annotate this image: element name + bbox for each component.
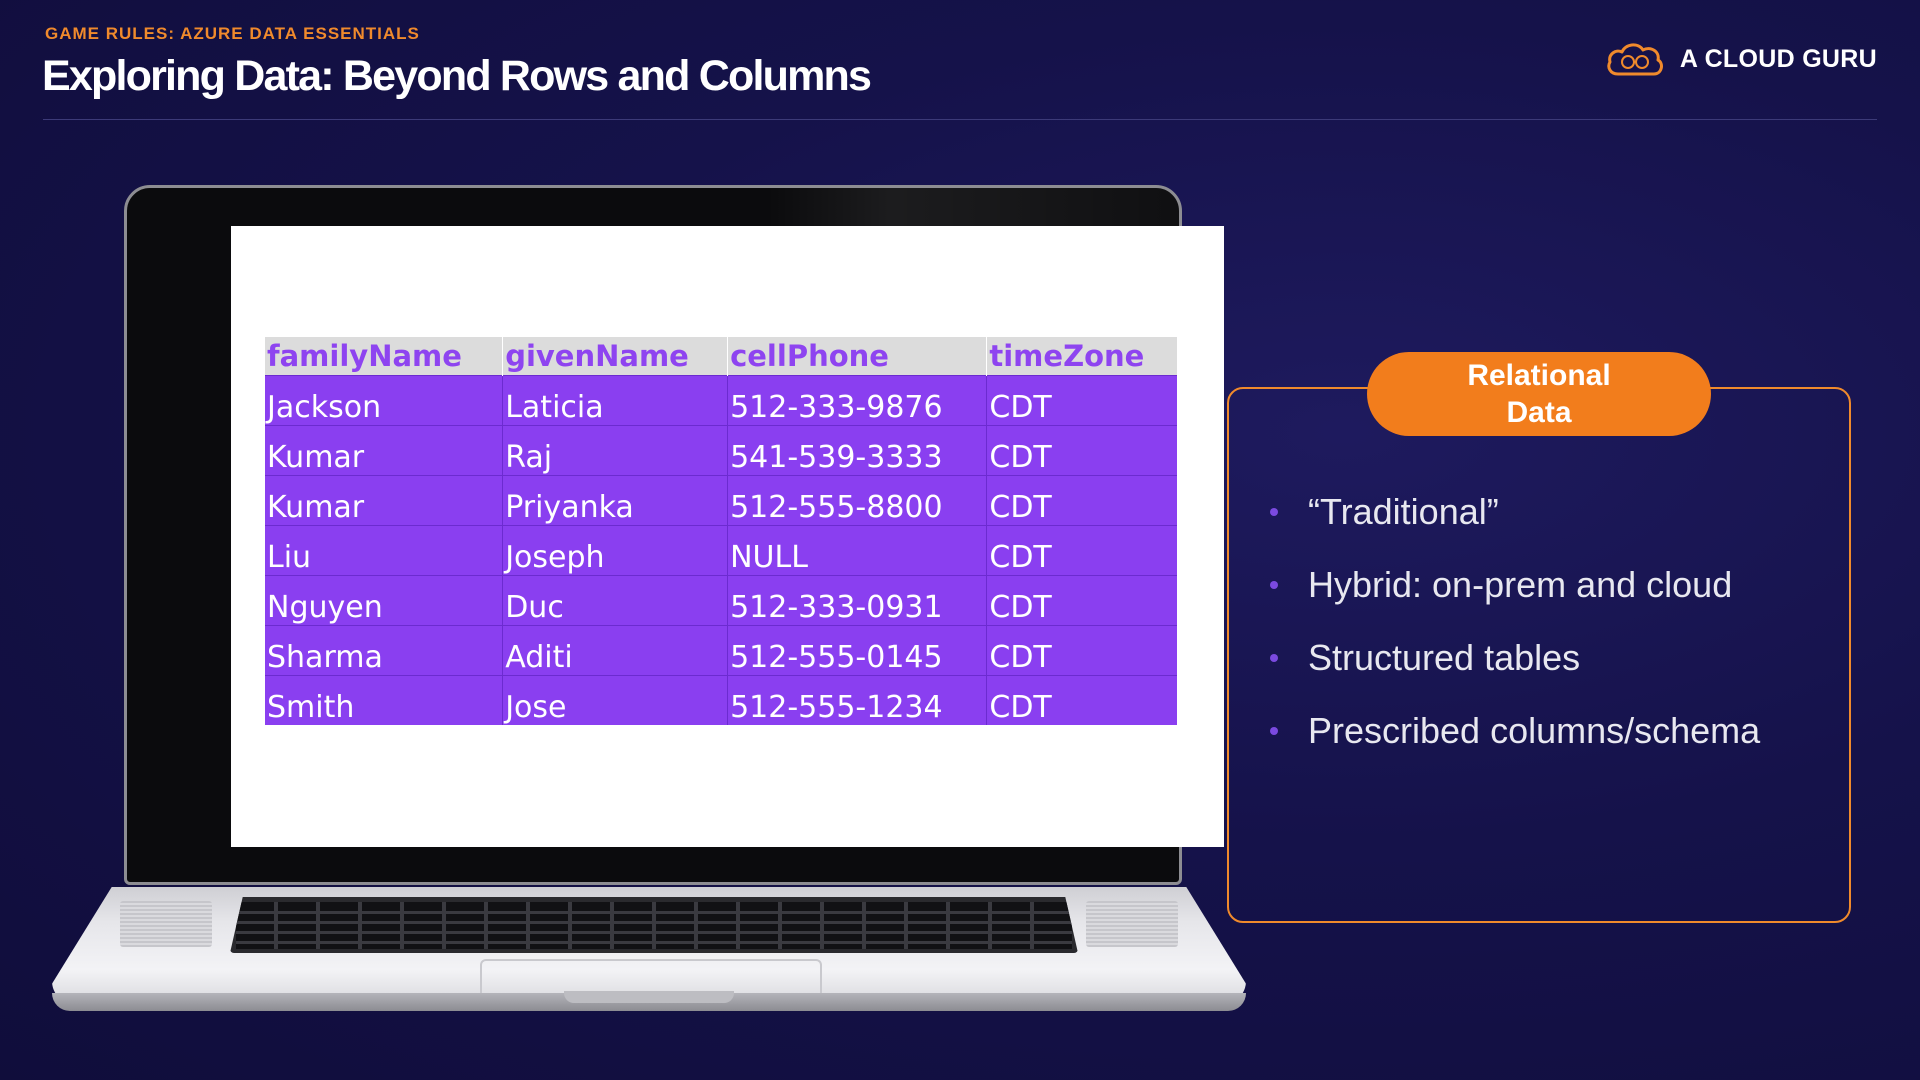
table-header-row: familyName givenName cellPhone timeZone <box>265 337 1177 376</box>
table-cell: 512-555-1234 <box>727 675 988 725</box>
bullet-text: “Traditional” <box>1308 490 1499 532</box>
table-row: Kumar Raj 541-539-3333 CDT <box>265 425 1177 476</box>
bullet-dot-icon <box>1270 653 1278 662</box>
table-cell: Nguyen <box>265 575 504 626</box>
column-header: givenName <box>502 337 729 376</box>
table-cell: CDT <box>986 575 1177 626</box>
table-row: Smith Jose 512-555-1234 CDT <box>265 675 1177 725</box>
laptop-base <box>52 887 1246 1017</box>
table-cell: Jose <box>502 675 729 725</box>
table-cell: Duc <box>502 575 729 626</box>
key-row-gap <box>236 921 1072 924</box>
table-cell: NULL <box>727 525 988 576</box>
brand-logo: A CLOUD GURU <box>1604 38 1877 80</box>
key-row-gap <box>236 931 1072 934</box>
table-row: Nguyen Duc 512-333-0931 CDT <box>265 575 1177 626</box>
table-cell: 512-555-8800 <box>727 475 988 526</box>
table-row: Kumar Priyanka 512-555-8800 CDT <box>265 475 1177 526</box>
key-row-gap <box>236 941 1072 944</box>
laptop-illustration: familyName givenName cellPhone timeZone … <box>52 185 1252 1025</box>
bullet-text: Prescribed columns/schema <box>1308 709 1761 751</box>
table-row: Sharma Aditi 512-555-0145 CDT <box>265 625 1177 676</box>
table-cell: CDT <box>986 475 1177 526</box>
table-cell: Kumar <box>265 425 504 476</box>
table-row: Jackson Laticia 512-333-9876 CDT <box>265 375 1177 426</box>
keyboard-keys <box>236 902 1072 949</box>
key-row-gap <box>236 911 1072 914</box>
table-cell: 512-333-9876 <box>727 375 988 426</box>
header-divider <box>43 119 1877 120</box>
table-cell: Smith <box>265 675 504 725</box>
table-cell: 541-539-3333 <box>727 425 988 476</box>
laptop-lid: familyName givenName cellPhone timeZone … <box>124 185 1224 885</box>
bullet-dot-icon <box>1270 507 1278 516</box>
table-cell: CDT <box>986 525 1177 576</box>
bullet-text: Structured tables <box>1308 636 1581 678</box>
card-label: Relational Data <box>1467 359 1611 429</box>
relational-table: familyName givenName cellPhone timeZone … <box>265 337 1177 725</box>
table-cell: CDT <box>986 375 1177 426</box>
table-cell: Priyanka <box>502 475 729 526</box>
lid-glare <box>767 188 1179 228</box>
laptop-keyboard <box>230 897 1078 953</box>
table-cell: Kumar <box>265 475 504 526</box>
speaker-grille-left <box>120 901 212 947</box>
table-cell: 512-555-0145 <box>727 625 988 676</box>
table-cell: Liu <box>265 525 504 576</box>
speaker-grille-right <box>1086 901 1178 947</box>
column-header: cellPhone <box>727 337 988 376</box>
eyebrow-label: GAME RULES: AZURE DATA ESSENTIALS <box>45 24 420 43</box>
table-cell: CDT <box>986 625 1177 676</box>
brand-name: A CLOUD GURU <box>1679 44 1877 73</box>
list-item: Prescribed columns/schema <box>1262 694 1760 767</box>
table-cell: Joseph <box>502 525 729 576</box>
column-header: timeZone <box>986 337 1177 376</box>
table-cell: Jackson <box>265 375 504 426</box>
slide-title: Exploring Data: Beyond Rows and Columns <box>42 52 872 100</box>
bullet-list: “Traditional” Hybrid: on-prem and cloud … <box>1262 475 1760 767</box>
bullet-dot-icon <box>1270 726 1278 735</box>
table-cell: 512-333-0931 <box>727 575 988 626</box>
bullet-dot-icon <box>1270 580 1278 589</box>
card-label-pill: Relational Data <box>1367 352 1711 436</box>
table-cell: CDT <box>986 425 1177 476</box>
list-item: “Traditional” <box>1262 475 1760 548</box>
laptop-screen: familyName givenName cellPhone timeZone … <box>231 226 1224 847</box>
table-row: Liu Joseph NULL CDT <box>265 525 1177 576</box>
table-cell: Aditi <box>502 625 729 676</box>
bullet-text: Hybrid: on-prem and cloud <box>1308 563 1733 605</box>
cloud-logo-icon <box>1607 43 1663 76</box>
laptop-notch <box>564 991 734 1003</box>
table-cell: Sharma <box>265 625 504 676</box>
column-header: familyName <box>265 337 504 376</box>
table-cell: Laticia <box>502 375 729 426</box>
list-item: Structured tables <box>1262 621 1760 694</box>
table-cell: CDT <box>986 675 1177 725</box>
list-item: Hybrid: on-prem and cloud <box>1262 548 1760 621</box>
laptop-trackpad <box>480 959 822 995</box>
table-cell: Raj <box>502 425 729 476</box>
